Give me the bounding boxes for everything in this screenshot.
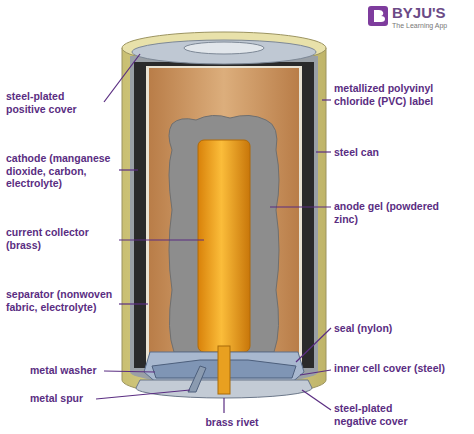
part-label: anode gel (powdered zinc) <box>334 200 444 225</box>
part-label: separator (nonwoven fabric, electrolyte) <box>6 288 116 313</box>
part-label: seal (nylon) <box>334 322 444 335</box>
part-label: steel can <box>334 146 444 159</box>
part-label: metallized polyvinyl chloride (PVC) labe… <box>334 82 446 107</box>
logo-text: BYJU'S <box>392 4 470 22</box>
part-label: metal spur <box>30 392 96 405</box>
part-label: metal washer <box>30 364 104 377</box>
logo-tagline: The Learning App <box>392 22 470 30</box>
part-label: current collector (brass) <box>6 226 116 251</box>
part-label: steel-plated negative cover <box>334 402 434 427</box>
part-label: steel-plated positive cover <box>6 90 101 115</box>
part-label: inner cell cover (steel) <box>334 362 466 375</box>
part-label: cathode (manganese dioxide, carbon, elec… <box>6 152 116 190</box>
part-label: brass rivet <box>192 416 272 429</box>
